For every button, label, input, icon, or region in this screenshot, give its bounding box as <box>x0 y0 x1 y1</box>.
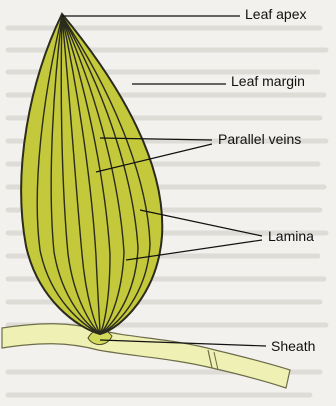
label-lamina: Lamina <box>268 228 314 244</box>
label-leaf-apex: Leaf apex <box>245 6 307 22</box>
stem <box>2 324 290 388</box>
label-sheath: Sheath <box>271 338 315 354</box>
label-leaf-margin: Leaf margin <box>231 73 305 89</box>
label-parallel-veins: Parallel veins <box>218 131 301 147</box>
